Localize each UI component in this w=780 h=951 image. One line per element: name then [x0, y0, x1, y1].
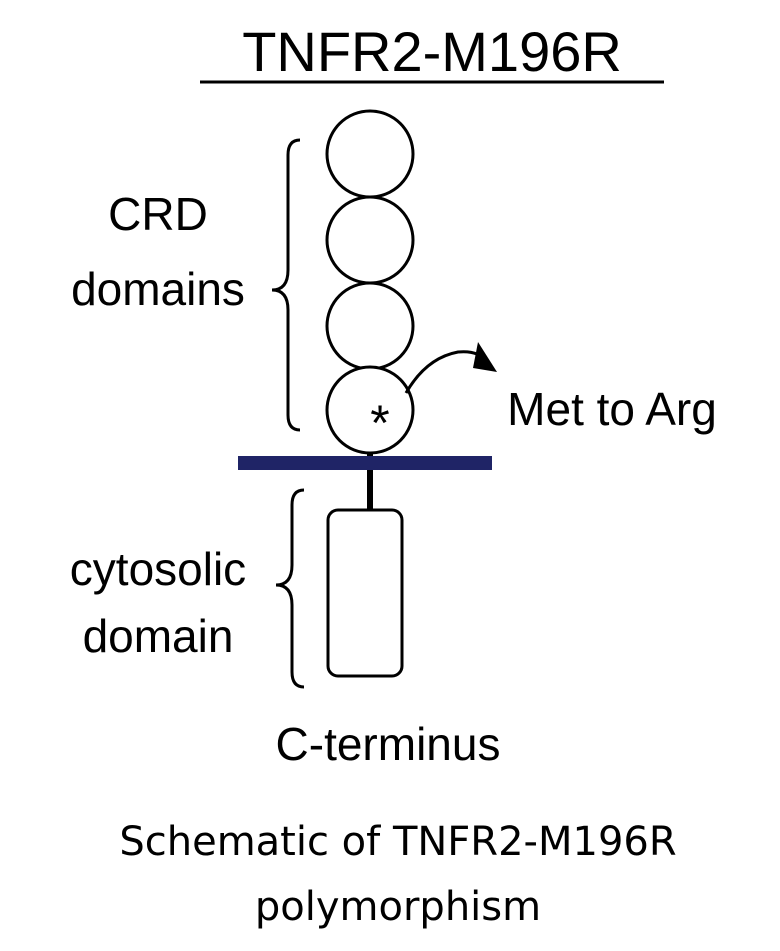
cytosolic-label: cytosolic: [70, 543, 246, 595]
c-terminus-label: C-terminus: [276, 718, 501, 770]
crd-domain-3: [325, 281, 415, 371]
cytosolic-domain-box: [326, 508, 404, 678]
caption-line-2: polymorphism: [255, 884, 541, 930]
crd-label: CRD: [108, 188, 208, 240]
mutation-label: Met to Arg: [507, 383, 717, 435]
cell-membrane: [238, 456, 492, 470]
cytosolic-domain-label: domain: [83, 610, 234, 662]
mutation-asterisk: *: [370, 395, 389, 451]
domains-label: domains: [71, 263, 245, 315]
caption-line-1: Schematic of TNFR2-M196R: [119, 819, 676, 865]
crd-domain-2: [325, 195, 415, 285]
cytosolic-brace: [275, 488, 305, 689]
crd-brace: [271, 138, 301, 432]
crd-domain-1: [325, 109, 415, 199]
mutation-arrowhead: [473, 342, 497, 372]
diagram-title: TNFR2-M196R: [242, 20, 622, 83]
